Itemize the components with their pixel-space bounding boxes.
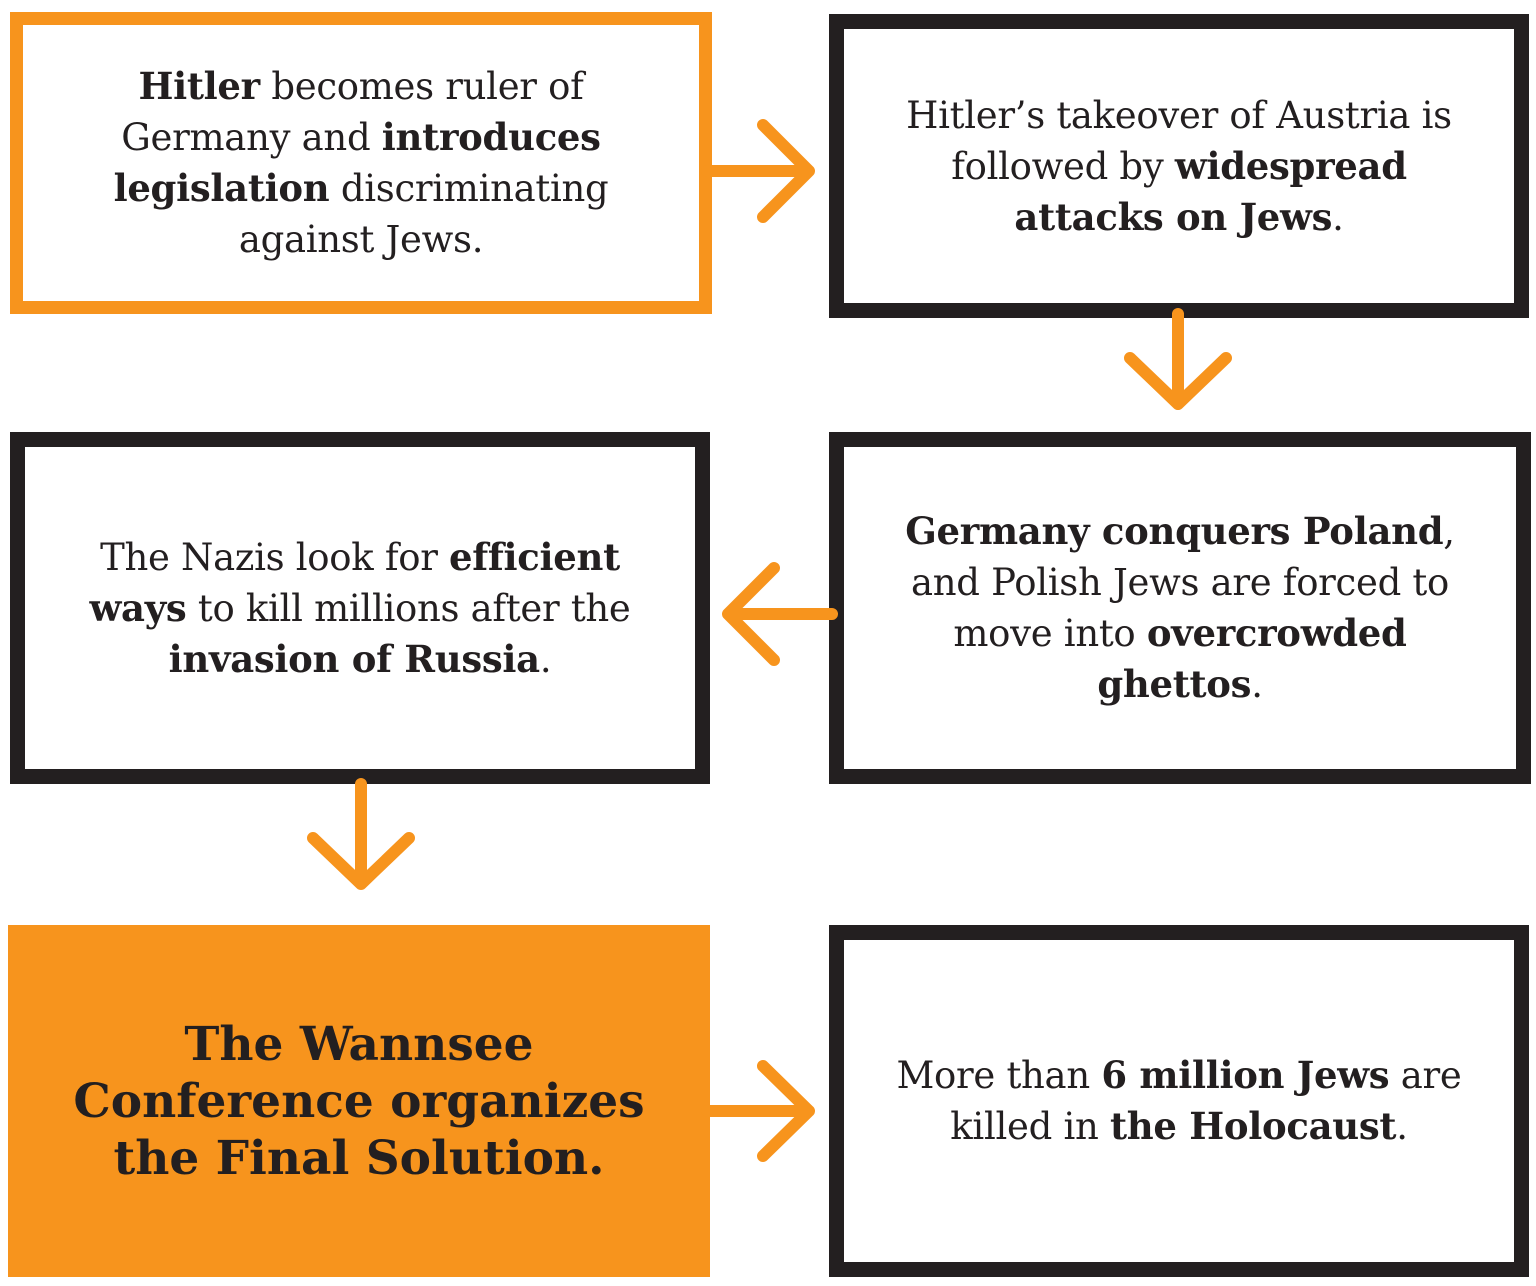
body-text: .	[1396, 1105, 1408, 1148]
emphasis-text: efficient ways	[89, 534, 620, 630]
emphasis-text: introduces legislation	[113, 115, 601, 210]
body-text: The Nazis look for	[100, 535, 450, 579]
emphasis-text: overcrowded ghettos	[1097, 611, 1407, 706]
body-text: More than	[896, 1054, 1102, 1097]
step-text-5: The Wannsee Conference organizes the Fin…	[38, 1016, 680, 1187]
step-box-3: The Nazis look for efficient ways to kil…	[10, 432, 710, 784]
emphasis-text: 6 million Jews	[1101, 1053, 1390, 1097]
body-text: discriminating against Jews.	[238, 167, 609, 261]
emphasis-text: Germany conquers Poland	[905, 509, 1444, 553]
emphasis-text: invasion of Russia	[168, 636, 541, 681]
arrow-down-icon	[1124, 308, 1232, 410]
step-box-6: More than 6 million Jews are killed in t…	[829, 925, 1529, 1277]
body-text: .	[1332, 195, 1344, 239]
step-box-5: The Wannsee Conference organizes the Fin…	[8, 925, 710, 1277]
arrow-right-icon	[701, 1060, 815, 1162]
emphasis-text: the Holocaust	[1110, 1104, 1397, 1148]
body-text: .	[1251, 663, 1263, 706]
step-text-2: Hitler’s takeover of Austria is followed…	[874, 90, 1484, 243]
emphasis-text: The Wannsee Conference organizes the Fin…	[73, 1016, 645, 1186]
step-text-4: Germany conquers Poland, and Polish Jews…	[874, 506, 1486, 710]
emphasis-text: Hitler	[138, 64, 260, 108]
body-text: , and Polish Jews are forced to move int…	[911, 510, 1455, 655]
arrow-right-icon	[701, 119, 815, 223]
emphasis-text: widespread attacks on Jews	[1014, 143, 1407, 239]
arrow-down-icon	[307, 778, 415, 890]
step-text-6: More than 6 million Jews are killed in t…	[874, 1050, 1484, 1152]
body-text: .	[539, 637, 552, 681]
body-text: are killed in	[950, 1054, 1462, 1148]
step-text-3: The Nazis look for efficient ways to kil…	[55, 532, 665, 685]
body-text: to kill millions after the	[186, 586, 631, 630]
step-box-2: Hitler’s takeover of Austria is followed…	[829, 14, 1529, 318]
step-text-1: Hitler becomes ruler of Germany and intr…	[53, 61, 669, 265]
step-box-1: Hitler becomes ruler of Germany and intr…	[10, 12, 712, 314]
step-box-4: Germany conquers Poland, and Polish Jews…	[829, 432, 1531, 784]
arrow-left-icon	[722, 562, 838, 666]
body-text: Hitler’s takeover of Austria is followed…	[906, 93, 1452, 188]
body-text: becomes ruler of Germany and	[121, 65, 584, 159]
